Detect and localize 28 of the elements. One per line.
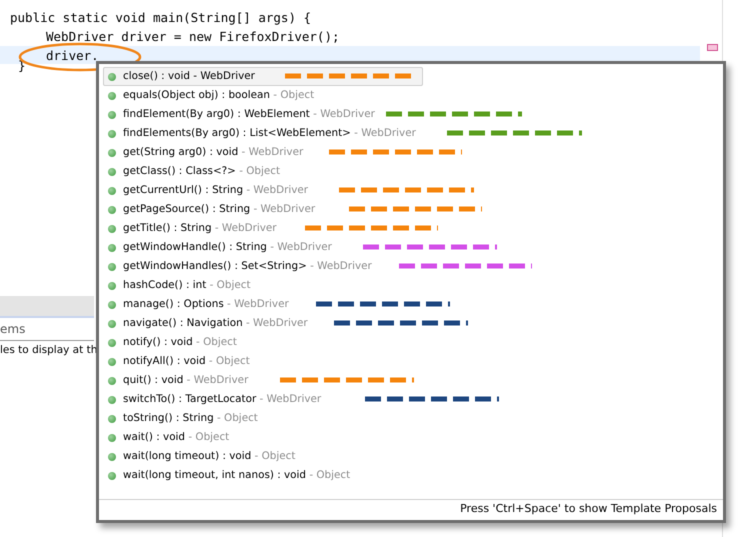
proposal-item: switchTo() : TargetLocator - WebDriver: [123, 392, 322, 407]
proposal-item: notify() : void - Object: [123, 335, 237, 350]
proposal-item: findElements(By arg0) : List<WebElement> - WebDriver: [123, 126, 416, 141]
proposal-item: notifyAll() : void - Object: [123, 354, 250, 369]
proposal-item: equals(Object obj) : boolean - Object: [123, 88, 314, 103]
proposal-item: wait(long timeout) : void - Object: [123, 449, 296, 464]
proposal-item: navigate() : Navigation - WebDriver: [123, 316, 308, 331]
proposal-item: close() : void - WebDriver: [123, 69, 255, 84]
proposal-item: getPageSource() : String - WebDriver: [123, 202, 316, 217]
proposal-item: toString() : String - Object: [123, 411, 258, 426]
proposal-item: wait(long timeout, int nanos) : void - Object: [123, 468, 350, 483]
proposal-item: getWindowHandles() : Set<String> - WebDriver: [123, 259, 372, 274]
tab-label: ems: [0, 322, 26, 336]
proposal-item: getTitle() : String - WebDriver: [123, 221, 277, 236]
code-line: }: [18, 58, 26, 74]
proposal-item: hashCode() : int - Object: [123, 278, 251, 293]
proposal-item: findElement(By arg0) : WebElement - WebDriver: [123, 107, 375, 122]
status-hint: Press 'Ctrl+Space' to show Template Proposals: [460, 502, 717, 515]
proposal-item: getCurrentUrl() : String - WebDriver: [123, 183, 308, 198]
proposal-item: wait() : void - Object: [123, 430, 230, 445]
proposal-item: quit() : void - WebDriver: [123, 373, 248, 388]
proposal-item: get(String arg0) : void - WebDriver: [123, 145, 304, 160]
code-line: driver.: [46, 48, 99, 64]
proposal-item: getClass() : Class<?> - Object: [123, 164, 280, 179]
code-line: WebDriver driver = new FirefoxDriver();: [46, 29, 340, 45]
proposal-item: manage() : Options - WebDriver: [123, 297, 289, 312]
proposal-item: getWindowHandle() : String - WebDriver: [123, 240, 332, 255]
code-line: public static void main(String[] args) {: [10, 10, 312, 26]
